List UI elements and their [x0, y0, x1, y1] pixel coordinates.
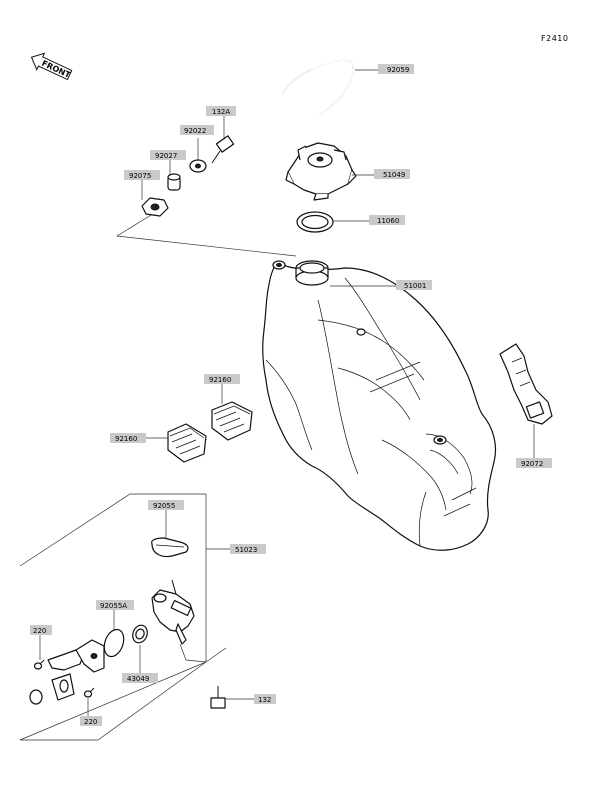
- callout-fuel-cap: 51049: [352, 169, 410, 179]
- label-screw-220-upper: 220: [33, 627, 46, 635]
- damper-92160-upper: [211, 401, 253, 441]
- bolt-132: [210, 686, 226, 709]
- callout-o-ring-92055: 92055: [148, 500, 184, 538]
- callout-damper-92160-upper: 92160: [204, 374, 240, 404]
- screw-220-upper: [33, 659, 45, 670]
- label-screw-220-lower: 220: [84, 718, 97, 726]
- fuel-cock-body: [151, 579, 195, 645]
- label-o-ring-92055a: 92055A: [100, 602, 127, 610]
- callout-screw-220-lower: 220: [80, 698, 102, 726]
- label-o-ring-92055: 92055: [153, 502, 175, 510]
- callout-o-ring-92055a: 92055A: [96, 600, 134, 630]
- callout-screw-220-upper: 220: [30, 625, 52, 660]
- label-cap-gasket: 11060: [377, 217, 399, 225]
- label-bolt-132a: 132A: [212, 108, 230, 116]
- figure-id: F2410: [541, 34, 568, 43]
- label-gasket-43049: 43049: [127, 675, 149, 683]
- label-fuel-tank: 51001: [404, 282, 426, 290]
- label-band-92072: 92072: [521, 460, 543, 468]
- o-ring-92055a: [103, 628, 125, 658]
- callout-fuel-cock-assembly: 51023: [206, 544, 266, 554]
- collar-92027: [167, 173, 181, 191]
- damper-92075: [141, 197, 169, 217]
- label-damper-92160-lower: 92160: [115, 435, 137, 443]
- label-collar-92027: 92027: [155, 152, 177, 160]
- callout-washer-92022: 92022: [180, 125, 214, 160]
- callout-damper-92160-lower: 92160: [110, 433, 168, 443]
- callout-fuel-tank: 51001: [330, 280, 432, 290]
- callout-damper-92075: 92075: [124, 170, 160, 200]
- label-washer-92022: 92022: [184, 127, 206, 135]
- label-fuel-cock-assembly: 51023: [235, 546, 257, 554]
- o-ring-92055: [151, 537, 189, 558]
- screw-220-lower: [83, 687, 95, 698]
- gasket-43049: [132, 624, 148, 644]
- callout-gasket-43049: 43049: [122, 645, 158, 683]
- callout-collar-92027: 92027: [150, 150, 186, 176]
- fuel-cock-group-frame: [19, 493, 227, 741]
- callout-bolt-132: 132: [225, 694, 276, 704]
- label-damper-92160-upper: 92160: [209, 376, 231, 384]
- callout-band-92072: 92072: [516, 424, 552, 468]
- label-fuel-hose: 92059: [387, 66, 409, 74]
- cap-gasket: [296, 211, 334, 233]
- damper-92160-lower: [167, 423, 207, 463]
- washer-92022: [189, 159, 207, 173]
- label-fuel-cap: 51049: [383, 171, 405, 179]
- cock-lever-plate: [29, 639, 105, 705]
- label-bolt-132: 132: [258, 696, 271, 704]
- callout-fuel-hose: 92059: [355, 64, 414, 74]
- band-92072: [499, 343, 553, 425]
- callout-cap-gasket: 11060: [333, 215, 405, 225]
- callout-bolt-132a: 132A: [206, 106, 236, 138]
- bolt-132a: [211, 135, 235, 164]
- fuel-tank: [262, 260, 497, 551]
- front-arrow-icon: FRONT: [30, 52, 73, 81]
- fuel-hose: [282, 59, 354, 115]
- fuel-cap: [285, 142, 357, 201]
- label-damper-92075: 92075: [129, 172, 151, 180]
